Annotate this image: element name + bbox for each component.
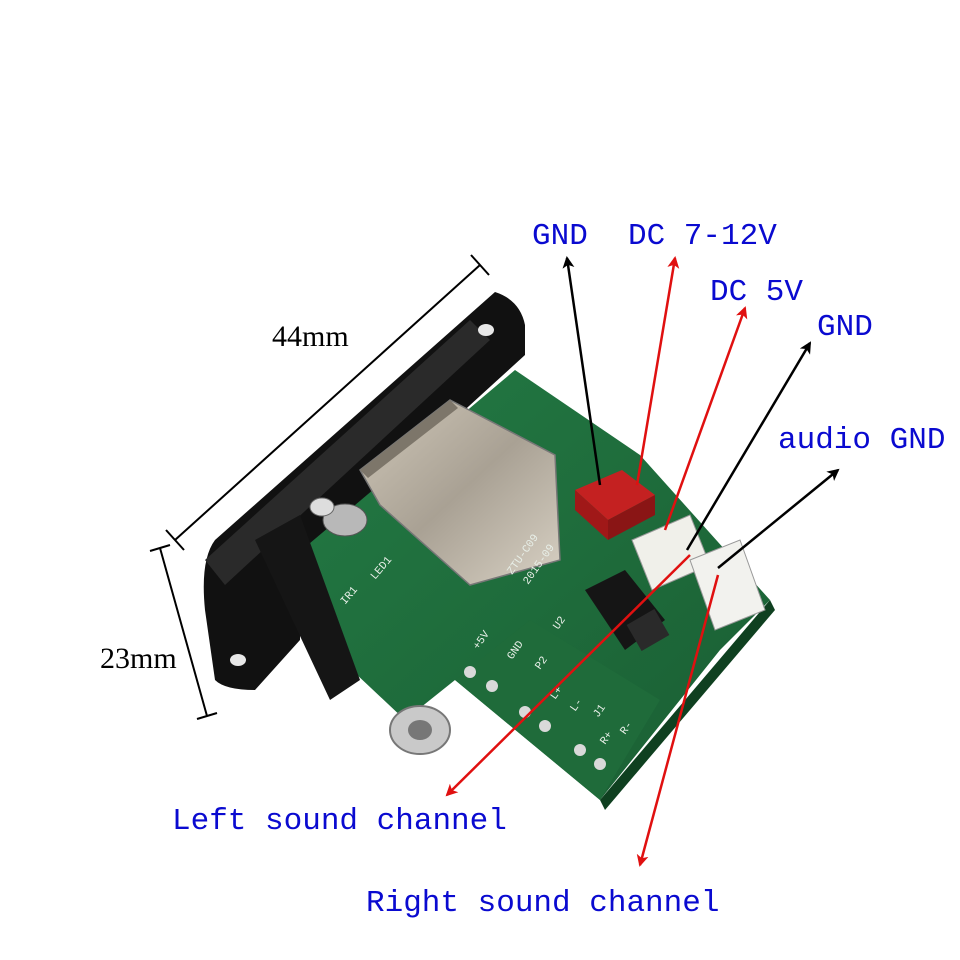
mounting-screw-head: [408, 720, 432, 740]
label-gnd-right: GND: [817, 310, 873, 345]
dimension-height-tick-b: [196, 712, 218, 720]
label-audio-gnd: audio GND: [778, 423, 945, 458]
rear-housing: [255, 515, 360, 700]
faceplate-edge: [205, 320, 490, 585]
arrow-gnd-top: [562, 256, 602, 486]
ir-receiver: [322, 503, 368, 537]
mount-hole-bottom: [230, 654, 246, 666]
label-gnd-top: GND: [532, 219, 588, 254]
dimension-height-tick-a: [149, 544, 171, 552]
label-dc-5v: DC 5V: [710, 275, 803, 310]
chip-capacitor: [626, 609, 670, 651]
power-connector-front: [575, 490, 608, 540]
arrow-right-channel: [636, 574, 720, 867]
power-connector: [575, 470, 655, 520]
dimension-width: [165, 254, 490, 551]
dimension-width-tick-b: [470, 254, 490, 276]
power-connector-side: [608, 495, 655, 540]
dimension-height-label: 23mm: [100, 642, 177, 675]
pcb-edge: [600, 600, 775, 810]
arrow-audio-gnd: [717, 468, 840, 569]
mount-hole-top: [478, 324, 494, 336]
arrow-gnd-right: [685, 341, 812, 551]
label-right-channel: Right sound channel: [366, 886, 719, 921]
dimension-width-label: 44mm: [272, 320, 349, 353]
label-left-channel: Left sound channel: [172, 804, 507, 839]
sd-card-slot-lip: [360, 400, 458, 478]
dimension-height: [149, 544, 218, 720]
dimension-height-line: [159, 547, 208, 717]
led: [309, 497, 335, 517]
label-dc-7-12v: DC 7-12V: [628, 219, 777, 254]
arrow-dc-5v: [663, 306, 748, 531]
arrow-dc-7-12v: [635, 256, 680, 486]
dimension-width-line: [174, 264, 481, 541]
pcb-tab: [455, 620, 660, 800]
mp3-decoder-module: ZTU-C09 2015-09 LED1 IR1 +5V GND P2 U2 J…: [203, 292, 775, 810]
dimension-width-tick-a: [165, 529, 185, 551]
arrow-left-channel: [445, 554, 691, 797]
